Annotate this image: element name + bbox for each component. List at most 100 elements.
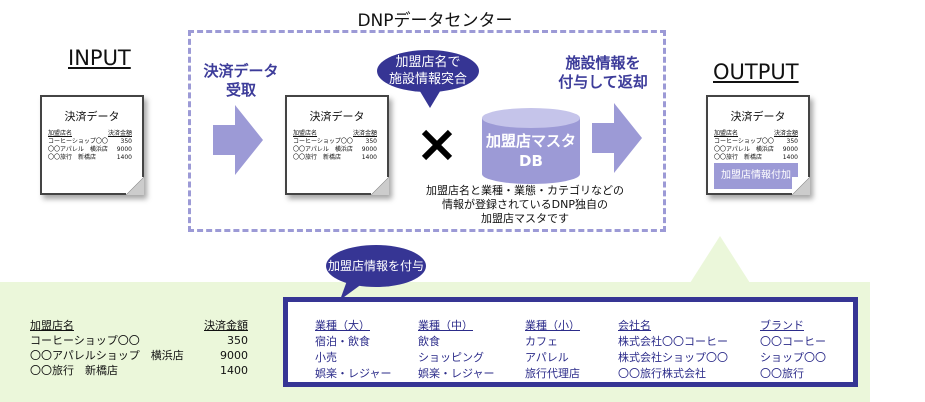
column-header: 決済金額: [204, 319, 248, 332]
column-header: 決済金額: [773, 130, 798, 137]
amount: 1400: [116, 154, 132, 161]
cross-icon: [421, 129, 453, 161]
column-header: 加盟店名: [48, 130, 73, 137]
info-column: 業種（小） カフェアパレル旅行代理店: [525, 318, 580, 382]
merchant-name: 〇〇旅行 新橋店: [48, 154, 97, 161]
cell: 小売: [315, 351, 337, 364]
merchant-name: コーヒーショップ〇〇: [293, 138, 353, 145]
info-column: 業種（大） 宿泊・飲食小売娯楽・レジャー: [315, 318, 391, 382]
column-header: 業種（大）: [315, 319, 370, 332]
cell: 娯楽・レジャー: [418, 367, 495, 380]
merchant-name: 〇〇アパレルショップ 横浜店: [30, 349, 184, 362]
payment-document: 決済データ 加盟店名 決済金額 コーヒーショップ〇〇 350 〇〇アパレル 横浜店 90…: [285, 95, 389, 195]
database-caption: 加盟店名と業種・業態・カテゴリなどの情報が登録されているDNP独自の加盟店マスタ…: [426, 184, 624, 225]
column-header: 業種（小）: [525, 319, 580, 332]
amount: 9000: [782, 146, 798, 153]
table-row: 〇〇旅行 新橋店 1400: [48, 154, 136, 162]
result-pointer: [690, 236, 750, 283]
amount: 9000: [116, 146, 132, 153]
data-center-title: DNPデータセンター: [357, 11, 513, 31]
document-title: 決済データ: [64, 110, 120, 123]
amount: 350: [227, 334, 248, 347]
cell: カフェ: [525, 335, 558, 348]
merchant-name: 〇〇アパレル 横浜店: [293, 146, 353, 153]
page-fold: [371, 177, 389, 195]
cell: 飲食: [418, 335, 440, 348]
cell: 株式会社ショップ〇〇: [618, 351, 728, 364]
amount: 9000: [361, 146, 377, 153]
step-return-label: 施設情報を付与して返却: [558, 54, 648, 91]
page-fold: [792, 177, 810, 195]
arrow-right-icon: [592, 103, 642, 173]
page-fold: [126, 177, 144, 195]
table-row: コーヒーショップ〇〇 350: [30, 333, 248, 348]
merchant-name: コーヒーショップ〇〇: [48, 138, 108, 145]
payment-document: 決済データ 加盟店名 決済金額 コーヒーショップ〇〇 350 〇〇アパレル 横浜店 90…: [706, 95, 810, 195]
table-row: 〇〇アパレル 横浜店 9000: [293, 146, 381, 154]
amount: 1400: [782, 154, 798, 161]
amount: 350: [365, 138, 377, 145]
add-info-bubble: 加盟店情報を付与: [326, 245, 426, 287]
bubble-tail: [340, 278, 370, 300]
input-label: INPUT: [68, 46, 131, 70]
cell: ショップ〇〇: [760, 351, 826, 364]
info-added-band: 加盟店情報付加: [714, 163, 798, 189]
cell: 旅行代理店: [525, 367, 580, 380]
info-column: 会社名株式会社〇〇コーヒー株式会社ショップ〇〇〇〇旅行株式会社: [618, 318, 728, 382]
data-center-boundary: [188, 30, 666, 232]
cell: 娯楽・レジャー: [315, 367, 392, 380]
payment-document: 決済データ 加盟店名 決済金額 コーヒーショップ〇〇 350 〇〇アパレル 横浜店 90…: [40, 95, 144, 195]
merchant-name: 〇〇旅行 新橋店: [293, 154, 342, 161]
table-row: 〇〇旅行 新橋店 1400: [293, 154, 381, 162]
amount: 1400: [361, 154, 377, 161]
merchant-name: コーヒーショップ〇〇: [714, 138, 774, 145]
table-row: コーヒーショップ〇〇 350: [714, 138, 802, 146]
output-label: OUTPUT: [713, 60, 799, 84]
amount: 350: [120, 138, 132, 145]
column-header: 業種（中）: [418, 319, 473, 332]
table-row: コーヒーショップ〇〇 350: [48, 138, 136, 146]
arrow-right-icon: [213, 105, 263, 175]
cell: 〇〇コーヒー: [760, 335, 826, 348]
column-header: 加盟店名: [714, 130, 739, 137]
amount: 1400: [220, 364, 248, 377]
document-title: 決済データ: [309, 110, 365, 123]
table-row: コーヒーショップ〇〇 350: [293, 138, 381, 146]
merchant-name: 〇〇アパレル 横浜店: [714, 146, 774, 153]
amount: 350: [786, 138, 798, 145]
step-receive-label: 決済データ受取: [203, 62, 279, 99]
info-column: 業種（中） 飲食ショッピング娯楽・レジャー: [418, 318, 494, 382]
column-header: 加盟店名: [293, 130, 318, 137]
info-column: ブランド〇〇コーヒーショップ〇〇〇〇旅行: [760, 318, 826, 382]
database-icon: [482, 108, 580, 184]
cell: 宿泊・飲食: [315, 335, 370, 348]
cell: 〇〇旅行株式会社: [618, 367, 706, 380]
cell: 〇〇旅行: [760, 367, 804, 380]
merchant-name: コーヒーショップ〇〇: [30, 334, 140, 347]
column-header: 決済金額: [352, 130, 377, 137]
column-header: 会社名: [618, 319, 651, 332]
table-row: 〇〇アパレル 横浜店 9000: [48, 146, 136, 154]
column-header: 加盟店名: [30, 319, 74, 332]
column-header: 決済金額: [107, 130, 132, 137]
column-header: ブランド: [760, 319, 804, 332]
cell: ショッピング: [418, 351, 484, 364]
table-row: 〇〇アパレル 横浜店 9000: [714, 146, 802, 154]
document-title: 決済データ: [730, 110, 786, 123]
cell: 株式会社〇〇コーヒー: [618, 335, 728, 348]
merchant-name: 〇〇旅行 新橋店: [714, 154, 763, 161]
match-bubble: 加盟店名で施設情報突合: [377, 50, 479, 92]
table-row: 〇〇旅行 新橋店 1400: [30, 363, 248, 378]
table-row: 〇〇旅行 新橋店 1400: [714, 154, 802, 162]
merchant-name: 〇〇旅行 新橋店: [30, 364, 118, 377]
merchant-name: 〇〇アパレル 横浜店: [48, 146, 108, 153]
bubble-tail: [418, 88, 442, 108]
cell: アパレル: [525, 351, 569, 364]
merchant-info-table: 業種（大）宿泊・飲食小売娯楽・レジャー業種（中）飲食ショッピング娯楽・レジャー業…: [283, 297, 858, 387]
